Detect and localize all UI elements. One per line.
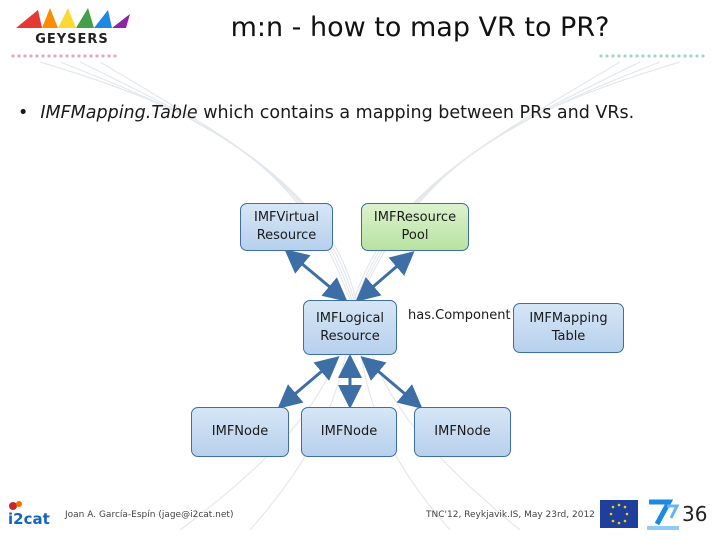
node-imfnode-left: IMFNode <box>191 407 289 457</box>
edge-pool-to-logical <box>360 255 410 298</box>
footer-event: TNC'12, Reykjavik.IS, May 23rd, 2012 <box>426 510 595 520</box>
edge-logical-to-node-right <box>365 360 418 405</box>
eu-flag-icon <box>600 500 638 528</box>
page-number: 36 <box>682 502 707 526</box>
i2cat-logo: i2cat <box>6 500 58 530</box>
node-mapping-table: IMFMapping Table <box>513 303 624 353</box>
footer-author: Joan A. García-Espín (jage@i2cat.net) <box>65 510 233 520</box>
svg-text:i2cat: i2cat <box>8 510 50 528</box>
node-imfnode-right: IMFNode <box>414 407 511 457</box>
node-logical-resource: IMFLogical Resource <box>303 300 397 355</box>
edge-virtual-to-logical <box>289 253 343 298</box>
node-resource-pool: IMFResource Pool <box>361 203 469 251</box>
node-imfnode-center: IMFNode <box>301 407 397 457</box>
edge-logical-to-node-left <box>282 360 335 405</box>
node-virtual-resource: IMFVirtual Resource <box>240 203 333 251</box>
fp7-logo <box>645 498 681 532</box>
relation-label: has.Component <box>408 308 511 323</box>
